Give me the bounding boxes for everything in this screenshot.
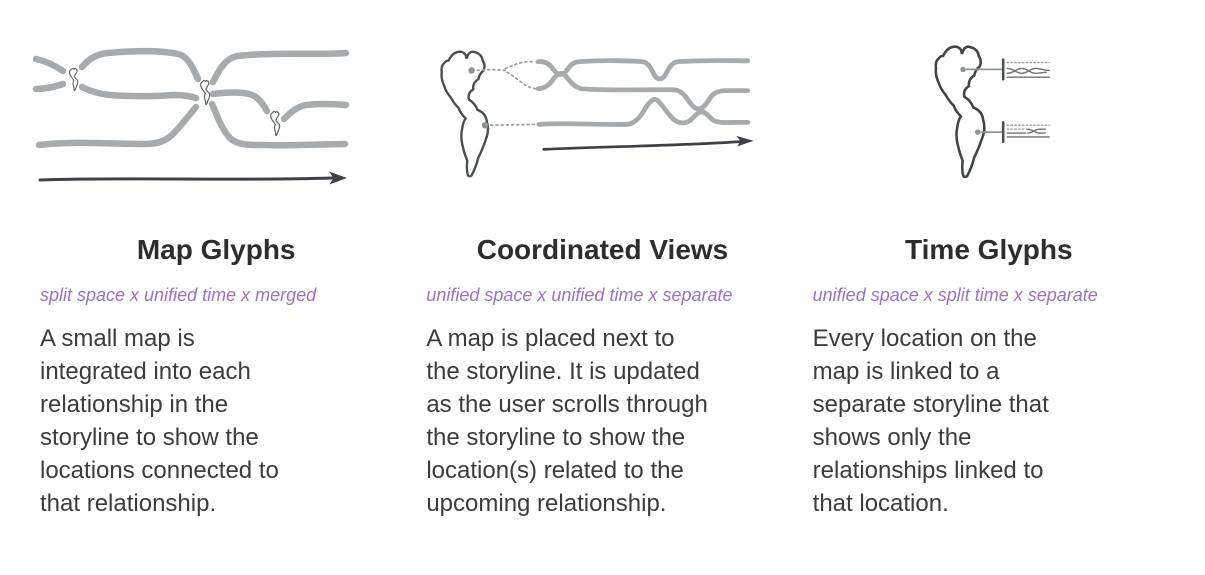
option-description: Every location on the map is linked to a… [812,325,1049,517]
map-glyph-icons [68,67,281,137]
map-with-time-glyphs-sketch [934,45,1050,179]
design-option-column-time-glyphs: Time Glyphs unified space x split time x… [813,24,1165,520]
time-arrow-icon [542,135,754,151]
time-arrow-icon [38,171,347,185]
storyline-strands [32,47,350,149]
option-description: A map is placed next to the storyline. I… [426,325,708,517]
time-glyphs-sketch [813,24,1165,228]
option-taxonomy-subtitle: split space x unified time x merged [40,285,317,305]
coordinated-views-sketch [426,24,778,228]
link-dotted-line [504,60,537,70]
link-dotted-line [506,71,537,90]
design-option-column-coordinated-views: Coordinated Views unified space x unifie… [426,24,778,520]
storyline-with-map-glyphs-sketch [32,47,350,185]
americas-map-icon [440,50,490,178]
map-icon [68,67,79,92]
link-dotted-line [476,68,507,72]
location-dot [482,122,489,129]
mini-storyline-icon [1006,124,1050,138]
option-taxonomy-subtitle: unified space x split time x separate [812,285,1098,305]
mini-storyline-icon [1006,61,1050,78]
map-beside-storyline-sketch [440,50,754,178]
storyline-strands [535,58,751,127]
option-taxonomy-subtitle: unified space x unified time x separate [426,285,733,305]
map-glyphs-sketch [32,24,392,228]
location-dot [960,66,966,73]
option-title: Time Glyphs [905,234,1073,265]
design-option-column-map-glyphs: Map Glyphs split space x unified time x … [32,24,392,520]
location-dot [974,129,981,135]
americas-map-icon [934,45,986,179]
map-icon [200,79,211,106]
option-title: Coordinated Views [476,234,729,265]
link-dotted-line [490,123,537,127]
location-links [960,58,1005,144]
location-dot [468,67,476,74]
design-alternatives-panel: Map Glyphs split space x unified time x … [32,24,1165,520]
option-title: Map Glyphs [136,234,296,265]
map-location-links [468,60,537,129]
map-icon [270,110,281,137]
option-description: A small map is integrated into each rela… [40,325,279,517]
